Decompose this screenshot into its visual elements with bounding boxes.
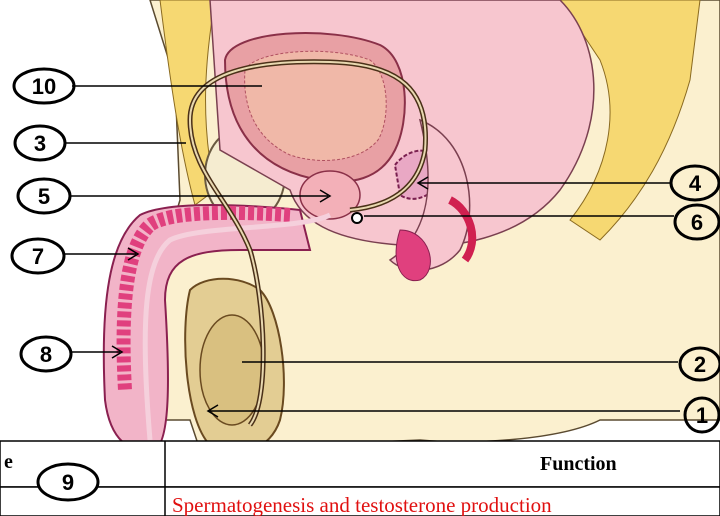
svg-text:2: 2 (694, 352, 706, 377)
svg-text:1: 1 (696, 403, 708, 428)
svg-text:10: 10 (32, 74, 56, 99)
svg-text:3: 3 (34, 131, 46, 156)
callout-8: 8 (21, 337, 71, 371)
table-header-function: Function (540, 453, 617, 475)
svg-text:7: 7 (32, 244, 44, 269)
svg-text:9: 9 (62, 470, 74, 495)
callout-10: 10 (14, 69, 74, 103)
svg-text:5: 5 (38, 184, 50, 209)
bulbourethral-gland (352, 213, 362, 223)
table-header-structure-fragment: e (4, 451, 13, 473)
table-cell-function-1: Spermatogenesis and testosterone product… (172, 493, 552, 516)
callout-7: 7 (12, 239, 64, 273)
svg-text:4: 4 (689, 171, 702, 196)
testis (200, 315, 264, 425)
callout-9: 9 (38, 464, 98, 500)
svg-text:6: 6 (691, 210, 703, 235)
svg-text:8: 8 (40, 342, 52, 367)
callout-5: 5 (18, 179, 70, 213)
callout-3: 3 (15, 126, 65, 160)
